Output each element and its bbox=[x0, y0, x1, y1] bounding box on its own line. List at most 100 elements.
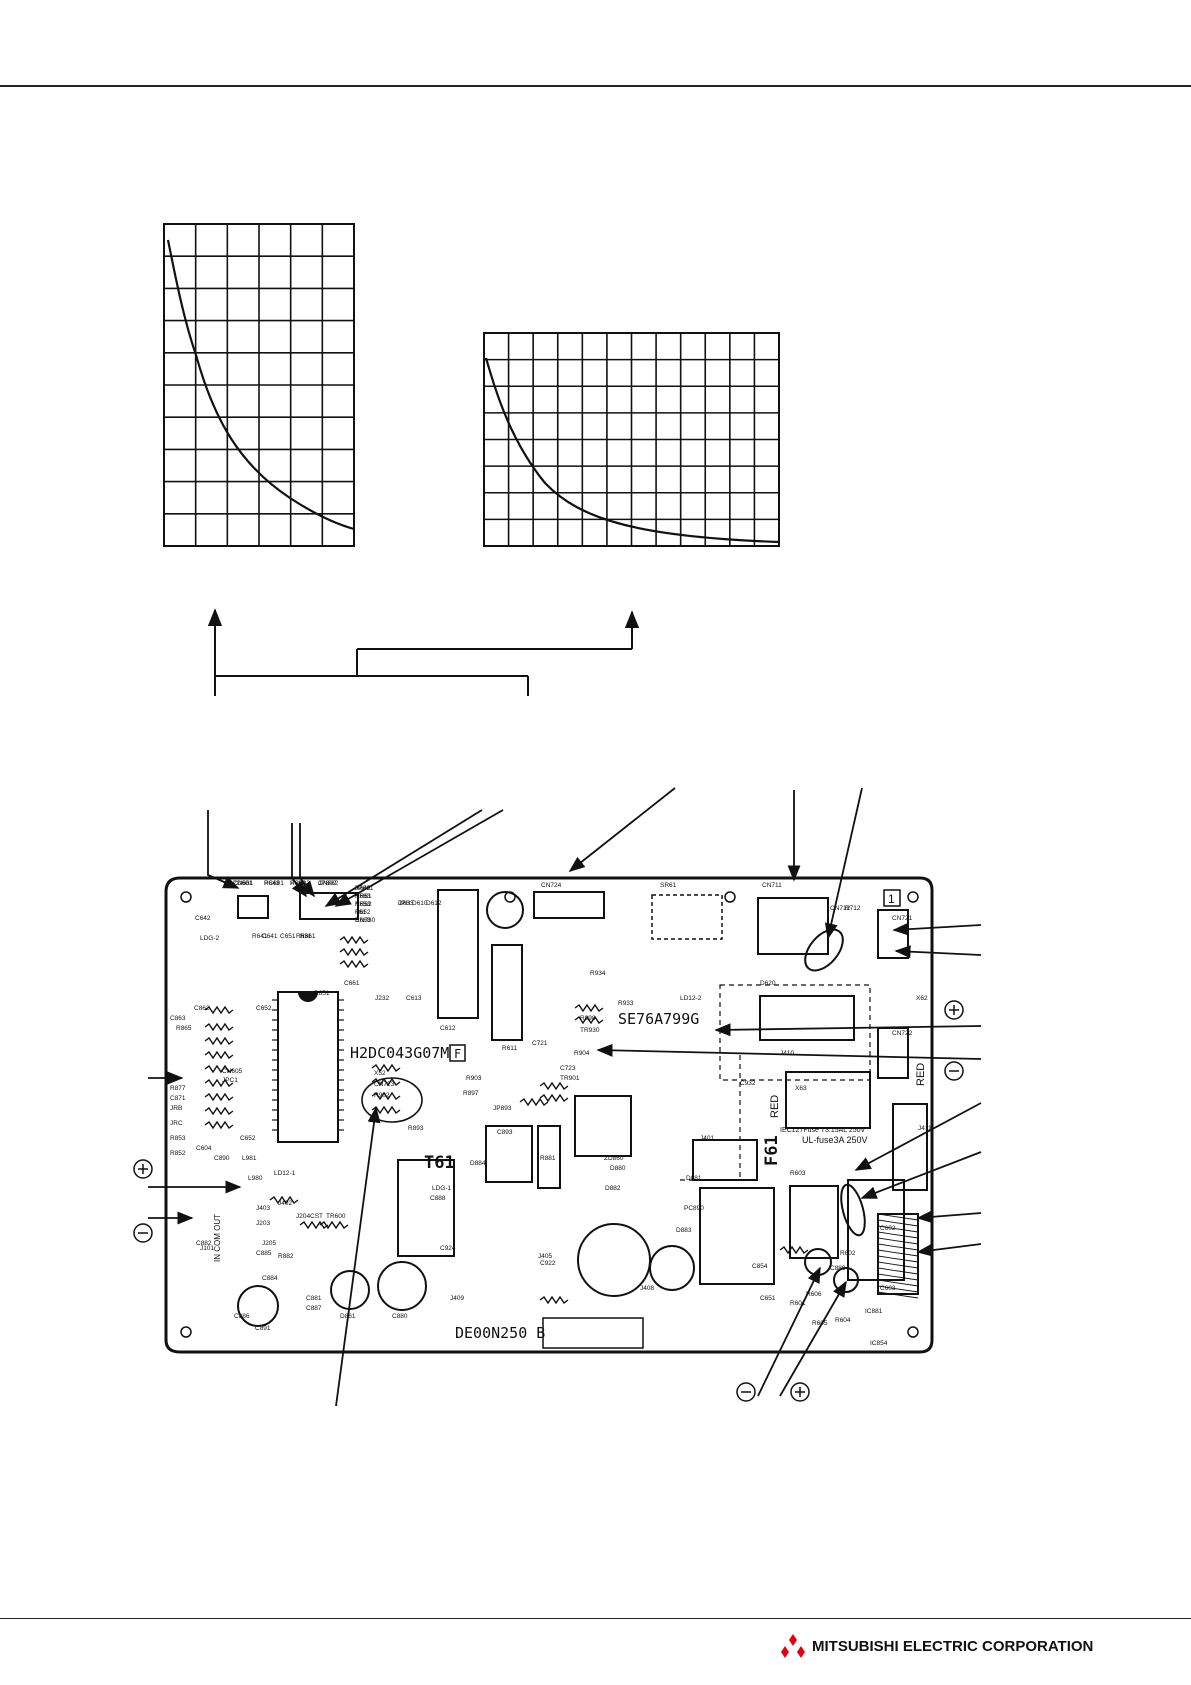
component-ref-c890: C890 bbox=[214, 1155, 230, 1162]
component-ref-c721: C721 bbox=[532, 1040, 548, 1047]
component-ref-j232: J232 bbox=[375, 995, 389, 1002]
component-ref-cn730: CN730 bbox=[355, 917, 376, 924]
component-ref-r663: R663 bbox=[355, 893, 371, 900]
component-ref-cst: CST bbox=[310, 1213, 323, 1220]
component-ref-c603: C603 bbox=[880, 1285, 896, 1292]
component-ref-d880: D880 bbox=[610, 1165, 626, 1172]
component-ref-j403: J403 bbox=[256, 1205, 270, 1212]
component-ref-r601: R601 bbox=[790, 1300, 806, 1307]
component-ref-c723: C723 bbox=[560, 1065, 576, 1072]
component-ref-d610: D610 bbox=[412, 900, 428, 907]
component-ref-c862: C862 bbox=[194, 1005, 210, 1012]
component-ref-c871: C871 bbox=[170, 1095, 186, 1102]
component-ref-zd601: ZD601 bbox=[233, 880, 253, 887]
component-ref-d612: D612 bbox=[426, 900, 442, 907]
red-label-lower: RED bbox=[769, 1095, 781, 1118]
component-ref-r865: R865 bbox=[176, 1025, 192, 1032]
component-ref-r642: R642 bbox=[355, 885, 371, 892]
component-ref-l981: L981 bbox=[242, 1155, 257, 1162]
component-ref-c881: C881 bbox=[306, 1295, 322, 1302]
component-ref-j204: J204 bbox=[296, 1213, 310, 1220]
component-ref-d881: D881 bbox=[686, 1175, 702, 1182]
component-ref-ld12-1: LD12-1 bbox=[274, 1170, 296, 1177]
component-ref-j408: J408 bbox=[640, 1285, 654, 1292]
ic-part-number: H2DC043G07M bbox=[350, 1044, 449, 1062]
component-ref-c854: C854 bbox=[752, 1263, 768, 1270]
component-ref-r897: R897 bbox=[463, 1090, 479, 1097]
component-ref-nr62: NR62 bbox=[355, 901, 372, 908]
component-ref-c887: C887 bbox=[306, 1305, 322, 1312]
pcb-board: H2DC043G07M F SE76A799G DE00N250 B T61 F… bbox=[164, 876, 934, 1354]
component-ref-j401: J401 bbox=[700, 1135, 714, 1142]
component-ref-l980: L980 bbox=[248, 1175, 263, 1182]
component-ref-j411: J411 bbox=[918, 1125, 932, 1132]
component-ref-r661: R661 bbox=[300, 933, 316, 940]
component-ref-r611: R611 bbox=[502, 1045, 517, 1052]
component-ref-r902: R902 bbox=[374, 1092, 390, 1099]
decay-curve-right bbox=[484, 357, 780, 544]
component-ref-d883: D883 bbox=[676, 1227, 692, 1234]
component-ref-r604: R604 bbox=[835, 1317, 851, 1324]
component-ref-r893: R893 bbox=[408, 1125, 424, 1132]
component-ref-j410: J410 bbox=[780, 1050, 794, 1057]
component-ref-c924: C924 bbox=[440, 1245, 456, 1252]
component-ref-c893: C893 bbox=[497, 1129, 513, 1136]
component-ref-c884: C884 bbox=[262, 1275, 278, 1282]
component-ref-f61: F61 bbox=[355, 909, 367, 916]
component-ref-sr61: SR61 bbox=[660, 882, 677, 889]
component-ref-c604: C604 bbox=[196, 1145, 212, 1152]
component-ref-jph: JPH bbox=[398, 900, 411, 907]
component-ref-r881: R881 bbox=[540, 1155, 556, 1162]
component-ref-r934: R934 bbox=[590, 970, 606, 977]
characteristic-graph-left bbox=[163, 223, 355, 547]
bottom-rule bbox=[0, 1618, 1191, 1619]
component-ref-ic881: IC881 bbox=[865, 1308, 883, 1315]
component-ref-tr600: TR600 bbox=[326, 1213, 346, 1220]
component-ref-jp893: JP893 bbox=[493, 1105, 512, 1112]
component-ref-cn661: CN661 bbox=[233, 880, 254, 887]
component-ref-c661: C661 bbox=[344, 980, 360, 987]
component-ref-pc890: PC890 bbox=[684, 1205, 704, 1212]
component-ref-j409: J409 bbox=[450, 1295, 464, 1302]
component-ref-d620: D620 bbox=[760, 980, 776, 987]
component-ref-c886: C886 bbox=[234, 1313, 250, 1320]
component-ref-cn711: CN711 bbox=[762, 882, 782, 889]
component-ref-r712: R712 bbox=[845, 905, 861, 912]
component-ref-nr61: NR61 bbox=[355, 893, 372, 900]
component-ref-cn605: CN605 bbox=[222, 1068, 243, 1075]
callout-lines bbox=[148, 787, 982, 1407]
component-ref-d884: D884 bbox=[470, 1160, 486, 1167]
component-ref-r643: R643 bbox=[264, 880, 280, 887]
component-ref-pc601: PC601 bbox=[264, 880, 284, 887]
component-ref-r605: R605 bbox=[812, 1320, 828, 1327]
fuse-iec-text: IEC127Fuse T3.15AL 250V bbox=[780, 1127, 866, 1134]
fuse-label: F61 bbox=[762, 1135, 782, 1166]
component-ref-j402: J402 bbox=[278, 1200, 292, 1207]
component-ref-c642: C642 bbox=[195, 915, 211, 922]
component-ref-c613: C613 bbox=[406, 995, 422, 1002]
component-ref-ldg-2: LDG-2 bbox=[200, 935, 220, 942]
component-ref-jp802: JP802 bbox=[318, 880, 337, 887]
ic-part-suffix: F bbox=[454, 1047, 461, 1061]
component-ref-r903: R903 bbox=[466, 1075, 482, 1082]
component-ref-d633: D633 bbox=[398, 900, 414, 907]
component-ref-c652: C652 bbox=[256, 1005, 272, 1012]
component-ref-x63: X63 bbox=[795, 1085, 807, 1092]
component-ref-ldg-1: LDG-1 bbox=[432, 1185, 452, 1192]
component-ref-tr930: TR930 bbox=[580, 1027, 600, 1034]
component-ref-r631: R631 bbox=[296, 933, 312, 940]
component-ref-r852: R852 bbox=[170, 1150, 186, 1157]
component-ref-cn662: CN662 bbox=[318, 880, 339, 887]
component-ref-jpc1: JPC1 bbox=[222, 1077, 238, 1084]
component-ref-zd860: ZD860 bbox=[604, 1155, 624, 1162]
graph-link-lines bbox=[207, 608, 640, 696]
component-ref-cn722: CN722 bbox=[892, 1030, 913, 1037]
component-ref-x62: X62 bbox=[916, 995, 928, 1002]
component-ref-jrb: JRB bbox=[170, 1105, 182, 1112]
board-number: DE00N250 B bbox=[455, 1324, 545, 1342]
component-ref-c641: C641 bbox=[262, 933, 278, 940]
component-ref-r641: R641 bbox=[252, 933, 268, 940]
component-ref-c602: C602 bbox=[880, 1225, 896, 1232]
component-ref-c651: C651 bbox=[280, 933, 296, 940]
